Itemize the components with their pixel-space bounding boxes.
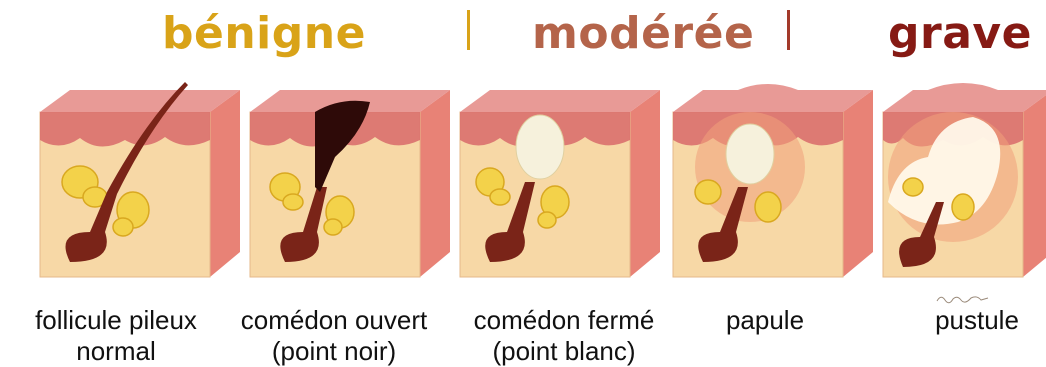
stage-illustration [35, 82, 245, 282]
caption-line: (point blanc) [454, 336, 674, 367]
skin-block-side [843, 90, 873, 277]
stage-illustration [668, 82, 878, 282]
stage-illustration [455, 82, 665, 282]
caption-line: (point noir) [224, 336, 444, 367]
skin-block-side [210, 90, 240, 277]
severity-label-moderate: modérée [532, 6, 754, 62]
skin-block-top [460, 90, 660, 112]
caption-line: comédon fermé [454, 305, 674, 336]
stage-caption: comédon fermé (point blanc) [454, 305, 674, 367]
skin-block-top [40, 90, 240, 112]
caption-line: normal [6, 336, 226, 367]
severity-label-severe: grave [888, 6, 1032, 62]
caption-line: papule [655, 305, 875, 336]
stage-caption: follicule pileux normal [6, 305, 226, 367]
severity-separator [467, 10, 470, 50]
skin-block-side [630, 90, 660, 277]
skin-block-top [673, 84, 873, 112]
caption-line: comédon ouvert [224, 305, 444, 336]
severity-label-benign: bénigne [162, 6, 366, 62]
open-comedone-illustration [245, 82, 455, 282]
white-plug [516, 115, 564, 179]
skin-block-top [883, 83, 1046, 112]
stage-caption: comédon ouvert (point noir) [224, 305, 444, 367]
severity-header: bénigne modérée grave [0, 0, 1046, 80]
stage-illustration [245, 82, 455, 282]
skin-block-side [420, 90, 450, 277]
closed-comedone-illustration [455, 82, 665, 282]
white-plug [726, 124, 774, 184]
severity-separator [787, 10, 790, 50]
skin-block-side [1023, 90, 1046, 277]
stage-caption: papule [655, 305, 875, 336]
stage-caption: pustule [867, 305, 1046, 336]
pustule-illustration [878, 82, 1046, 282]
papule-illustration [668, 82, 878, 282]
normal-follicle-illustration [35, 82, 245, 282]
caption-line: pustule [867, 305, 1046, 336]
stage-illustration [878, 82, 1046, 282]
caption-line: follicule pileux [6, 305, 226, 336]
